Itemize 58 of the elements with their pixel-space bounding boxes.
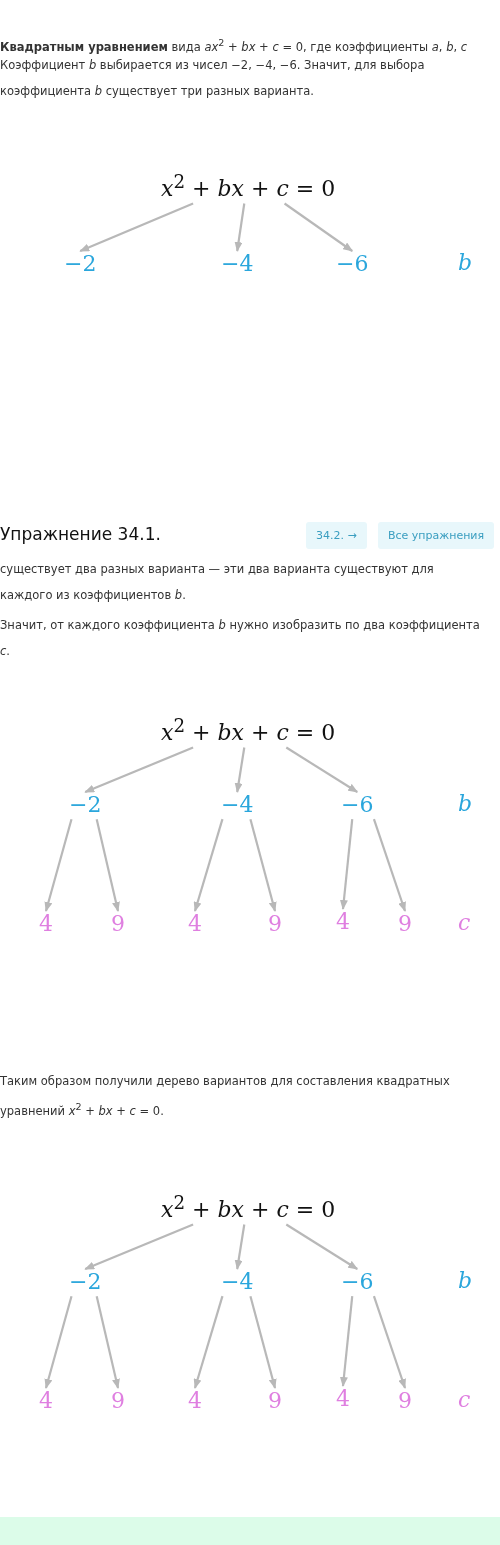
- arrow: [339, 819, 354, 910]
- arrow: [84, 746, 194, 793]
- coefficient-value: −4: [221, 1270, 254, 1295]
- coefficient-value: −4: [221, 793, 254, 818]
- arrow: [285, 746, 359, 793]
- arrow: [372, 1295, 407, 1389]
- paragraph: Значит, от каждого коэффициента b нужно изобразить по два коэффициента c.: [0, 617, 481, 660]
- coefficient-value: 4: [336, 910, 350, 935]
- coefficient-value: −2: [69, 1270, 102, 1295]
- arrow: [95, 818, 120, 912]
- coefficient-value: 4: [39, 912, 53, 937]
- arrow: [372, 818, 407, 912]
- arrow: [234, 747, 246, 793]
- arrow: [44, 1295, 73, 1389]
- arrow: [193, 1295, 224, 1389]
- exercise-heading: Упражнение 34.1.: [0, 524, 161, 544]
- coefficient-value: 9: [111, 1389, 125, 1414]
- arrow: [249, 1295, 277, 1389]
- arrow: [339, 1296, 354, 1387]
- arrow: [79, 202, 194, 252]
- arrow: [283, 202, 354, 252]
- coefficient-value: −6: [341, 1270, 374, 1295]
- row-label: b: [458, 1268, 473, 1293]
- coefficient-value: 9: [268, 1389, 282, 1414]
- coefficient-value: 9: [398, 912, 412, 937]
- coefficient-value: −2: [69, 793, 102, 818]
- coefficient-value: 4: [39, 1389, 53, 1414]
- row-label: b: [458, 250, 473, 275]
- coefficient-value: −2: [64, 252, 97, 277]
- row-label: c: [458, 910, 471, 935]
- paragraph: Квадратным уравнением вида ax$^{2}$ + bx + c = 0, где коэффициенты a, b, c: [0, 36, 468, 56]
- coefficient-value: 9: [268, 912, 282, 937]
- arrow: [234, 1224, 246, 1270]
- arrow: [193, 818, 224, 912]
- arrow: [285, 1223, 359, 1270]
- arrow: [84, 1223, 194, 1270]
- row-label: b: [458, 791, 473, 816]
- paragraph: Таким образом получили дерево вариантов для составления квадратных уравнений x$^{2}$ + bx + c = 0.: [0, 1073, 451, 1120]
- coefficient-value: 4: [336, 1387, 350, 1412]
- nav-button: Все упражнения: [378, 522, 495, 549]
- coefficient-value: 9: [111, 912, 125, 937]
- coefficient-value: −6: [341, 793, 374, 818]
- coefficient-value: −4: [221, 252, 254, 277]
- arrow: [234, 203, 246, 252]
- coefficient-value: −6: [336, 252, 369, 277]
- row-label: c: [458, 1387, 471, 1412]
- arrow: [249, 818, 277, 912]
- nav-button: 34.2. →: [306, 522, 367, 549]
- arrow: [44, 818, 73, 912]
- equation: x$^{2}$ + bx + c = 0: [161, 716, 336, 746]
- arrow: [95, 1295, 120, 1389]
- paragraph: существует два разных варианта — эти два варианта существуют для каждого из коэффициентов b.: [0, 561, 435, 604]
- equation: x$^{2}$ + bx + c = 0: [161, 172, 336, 202]
- coefficient-value: 4: [188, 1389, 202, 1414]
- coefficient-value: 4: [188, 912, 202, 937]
- equation: x$^{2}$ + bx + c = 0: [161, 1193, 336, 1223]
- paragraph: Коэффициент b выбирается из чисел −2, −4, −6. Значит, для выбора коэффициента b существует три разных варианта.: [0, 57, 426, 100]
- coefficient-value: 9: [398, 1389, 412, 1414]
